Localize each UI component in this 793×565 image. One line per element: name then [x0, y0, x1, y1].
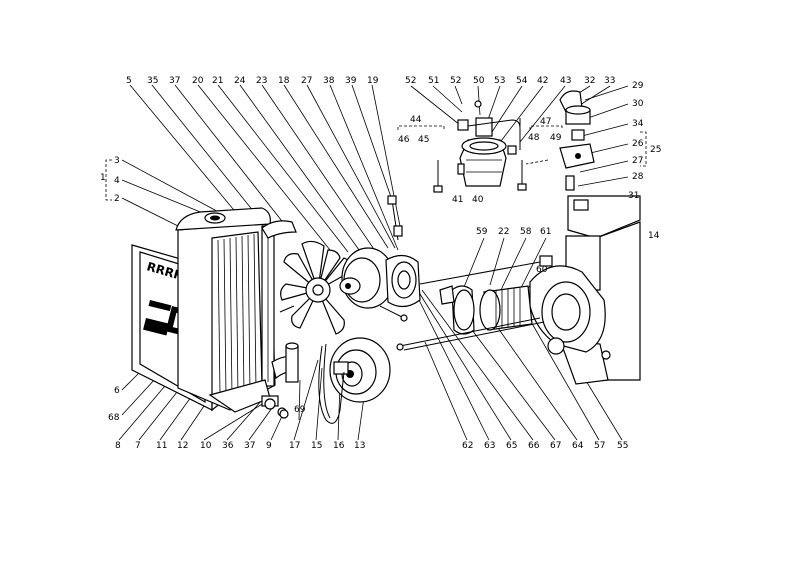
- coil-windings: [495, 287, 521, 328]
- top-callout-35: 35: [147, 76, 158, 86]
- top-callout-24: 24: [234, 76, 246, 86]
- bottom-callout-7: 7: [135, 441, 141, 451]
- bottom-callout-11: 11: [156, 441, 167, 451]
- bottom-callout-15: 15: [311, 441, 322, 451]
- bottom-callout-10: 10: [200, 441, 212, 451]
- top-callout-18: 18: [278, 76, 290, 86]
- bottom-callout-63: 63: [484, 441, 495, 451]
- bottom-callout-13: 13: [354, 441, 365, 451]
- bottom-callout-57: 57: [594, 441, 605, 451]
- top-callout-47: 47: [540, 117, 551, 127]
- top-callout-25: 25: [650, 145, 661, 155]
- top-callout-3: 3: [114, 156, 120, 166]
- crankshaft-pulley: [329, 337, 391, 403]
- top-callout-32: 32: [584, 76, 595, 86]
- top-callout-27: 27: [301, 76, 312, 86]
- top-callout-58: 58: [520, 227, 532, 237]
- top-callout-46: 46: [398, 135, 410, 145]
- top-callout-51: 51: [428, 76, 439, 86]
- top-callout-20: 20: [192, 76, 204, 86]
- top-callout-44: 44: [410, 115, 422, 125]
- top-callout-52: 52: [405, 76, 416, 86]
- top-callout-37: 37: [169, 76, 180, 86]
- thermostat-housing: [525, 90, 595, 191]
- bottom-callout-69: 69: [294, 405, 306, 415]
- bottom-callout-17: 17: [289, 441, 300, 451]
- top-callout-41: 41: [452, 195, 463, 205]
- top-callout-23: 23: [256, 76, 267, 86]
- top-callout-53: 53: [494, 76, 505, 86]
- top-callout-60: 60: [536, 265, 548, 275]
- top-callout-50: 50: [473, 76, 485, 86]
- top-callout-42: 42: [537, 76, 548, 86]
- top-callout-38: 38: [323, 76, 335, 86]
- thermostat-stud: [387, 195, 403, 241]
- cooling-fan: [280, 240, 352, 335]
- fuel-pump-assembly: [433, 100, 527, 193]
- top-callout-28: 28: [632, 172, 644, 182]
- top-callout-39: 39: [345, 76, 357, 86]
- top-callout-45: 45: [418, 135, 429, 145]
- top-callout-6: 6: [114, 386, 120, 396]
- bottom-callout-65: 65: [506, 441, 517, 451]
- top-callout-34: 34: [632, 119, 644, 129]
- top-callout-31: 31: [628, 191, 639, 201]
- top-callout-26: 26: [632, 139, 644, 149]
- top-callout-2: 2: [114, 194, 120, 204]
- top-callout-43: 43: [560, 76, 571, 86]
- bottom-callout-9: 9: [266, 441, 272, 451]
- bottom-callout-8: 8: [115, 441, 121, 451]
- bottom-callout-37: 37: [244, 441, 255, 451]
- radiator-core: [175, 207, 287, 417]
- lower-fittings: [264, 305, 299, 419]
- bottom-callout-64: 64: [572, 441, 584, 451]
- top-callout-27: 27: [632, 156, 643, 166]
- top-callout-33: 33: [604, 76, 615, 86]
- top-callout-68: 68: [108, 413, 120, 423]
- top-callout-40: 40: [472, 195, 484, 205]
- timing-cover: [529, 265, 606, 355]
- bottom-callout-67: 67: [550, 441, 561, 451]
- fan-belt: [318, 343, 345, 424]
- top-callout-59: 59: [476, 227, 488, 237]
- top-callout-30: 30: [632, 99, 644, 109]
- upper-hose: [261, 220, 297, 239]
- water-pump-pulley: [339, 247, 421, 322]
- top-callout-19: 19: [367, 76, 379, 86]
- bottom-callout-labels: 8 7 11 12 10 36 37 9 69 17 15 16 13 62 63 65 66 67 64 57 55: [115, 405, 628, 451]
- top-callout-4: 4: [114, 176, 120, 186]
- group-brackets: [105, 125, 647, 201]
- bottom-callout-62: 62: [462, 441, 473, 451]
- top-callout-22: 22: [498, 227, 509, 237]
- bottom-callout-16: 16: [333, 441, 345, 451]
- top-callout-5: 5: [126, 76, 132, 86]
- top-callout-48: 48: [528, 133, 540, 143]
- bottom-callout-66: 66: [528, 441, 540, 451]
- top-callout-1: 1: [100, 173, 106, 183]
- bottom-callout-55: 55: [617, 441, 628, 451]
- top-callout-21: 21: [212, 76, 223, 86]
- top-callout-14: 14: [648, 231, 660, 241]
- bottom-callout-12: 12: [177, 441, 188, 451]
- engine-block: [559, 195, 641, 385]
- top-callout-49: 49: [550, 133, 562, 143]
- top-callout-29: 29: [632, 81, 644, 91]
- top-callout-54: 54: [516, 76, 528, 86]
- generator-assembly: [396, 255, 553, 351]
- radiator-fins: [217, 233, 257, 397]
- bottom-callout-36: 36: [222, 441, 234, 451]
- top-callout-61: 61: [540, 227, 551, 237]
- top-callout-52: 52: [450, 76, 461, 86]
